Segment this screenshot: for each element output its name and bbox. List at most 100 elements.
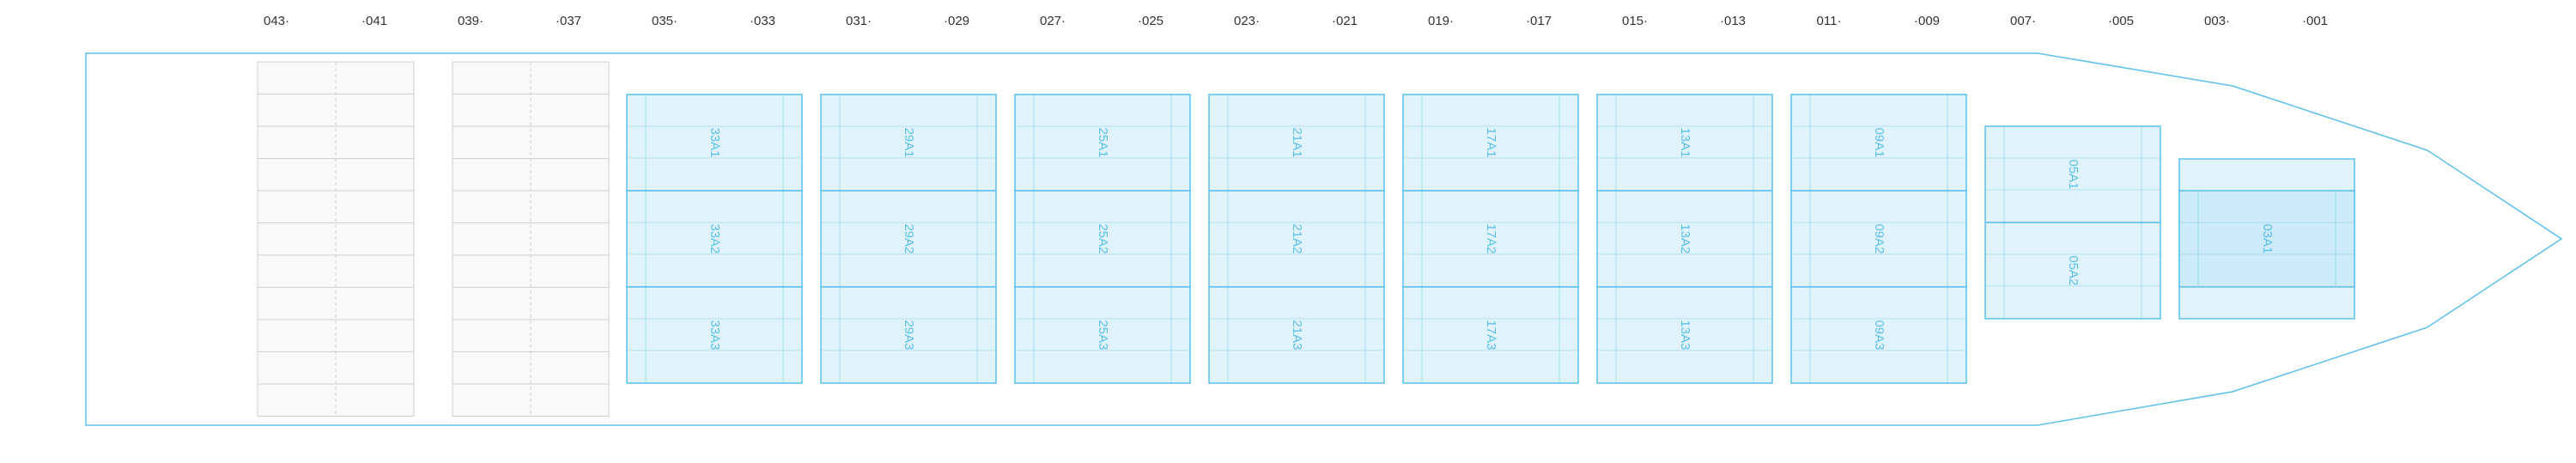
hatch-cell-box [1014, 286, 1191, 384]
bay-label: 035· [651, 14, 678, 28]
hatch-cell[interactable]: 33A3 [626, 286, 803, 384]
hatch-cell-box [1208, 190, 1385, 288]
hatch-cell[interactable]: 09A1 [1790, 94, 1967, 192]
hatch-cell[interactable]: 21A1 [1208, 94, 1385, 192]
hatch-cell[interactable]: 09A3 [1790, 286, 1967, 384]
bay-label: ·033 [749, 14, 776, 28]
hatch-cell-box [2178, 190, 2355, 288]
bay-label: ·029 [943, 14, 970, 28]
bay-label: ·005 [2107, 14, 2135, 28]
bay-label: ·009 [1913, 14, 1941, 28]
hatch-cell[interactable]: 29A1 [820, 94, 997, 192]
hatch-cell-label: 09A3 [1872, 320, 1886, 350]
hatch-bay-21: 21A1 21A2 21A3 [1208, 94, 1385, 384]
hatch-cell-label: 25A1 [1096, 127, 1110, 157]
bay-label: 039· [457, 14, 484, 28]
hatch-cell-label: 33A2 [708, 223, 722, 253]
hatch-cell[interactable]: 21A2 [1208, 190, 1385, 288]
hatch-cell[interactable]: 13A3 [1596, 286, 1773, 384]
hatch-cell[interactable]: 29A2 [820, 190, 997, 288]
hatch-bay-13: 13A1 13A2 13A3 [1596, 94, 1773, 384]
hatch-cell[interactable]: 05A1 [1984, 125, 2161, 223]
bay-label: ·037 [555, 14, 582, 28]
hatch-cell-label: 33A3 [708, 320, 722, 350]
hatch-bay-03: 03A1 [2178, 158, 2355, 320]
empty-bay [257, 61, 415, 417]
hatch-cell-box [1984, 222, 2161, 320]
hatch-cell-box [1014, 94, 1191, 192]
bay-label: 023· [1233, 14, 1261, 28]
hatch-cell[interactable]: 33A1 [626, 94, 803, 192]
hatch-cell-label: 25A3 [1096, 320, 1110, 350]
hatch-cell[interactable]: 13A1 [1596, 94, 1773, 192]
hatch-cell-box [1790, 286, 1967, 384]
hatch-cell-box [1596, 94, 1773, 192]
bay-label: 027· [1039, 14, 1066, 28]
hatch-cell[interactable]: 17A3 [1402, 286, 1579, 384]
hatch-cell-label: 17A1 [1484, 127, 1498, 157]
bay-label: 015· [1621, 14, 1649, 28]
hatch-cell-label: 29A3 [902, 320, 916, 350]
hatch-cell-box [1208, 94, 1385, 192]
hatch-cell-box [1790, 190, 1967, 288]
hatch-bay-33: 33A1 33A2 33A3 [626, 94, 803, 384]
hatch-cell[interactable]: 05A2 [1984, 222, 2161, 320]
hatch-cell-label: 17A3 [1484, 320, 1498, 350]
hatch-cell-label: 17A2 [1484, 223, 1498, 253]
bay-label: 031· [845, 14, 872, 28]
bay-label: 011· [1816, 14, 1842, 28]
hatch-bay-09: 09A1 09A2 09A3 [1790, 94, 1967, 384]
hatch-cell-label: 33A1 [708, 127, 722, 157]
hatch-cell-box [1402, 94, 1579, 192]
hatch-cell[interactable]: 09A2 [1790, 190, 1967, 288]
bay-label: 019· [1427, 14, 1455, 28]
bay-label: ·025 [1137, 14, 1164, 28]
hatch-cell[interactable]: 25A2 [1014, 190, 1191, 288]
hatch-cell-box [1402, 286, 1579, 384]
hatch-cell-label: 13A2 [1678, 223, 1692, 253]
hatch-cell[interactable]: 17A1 [1402, 94, 1579, 192]
hatch-cell-label: 29A2 [902, 223, 916, 253]
hatch-cell-label: 03A1 [2260, 223, 2275, 253]
bay-label: ·041 [361, 14, 388, 28]
hatch-cell[interactable]: 25A1 [1014, 94, 1191, 192]
bay-label: 007· [2009, 14, 2037, 28]
hatch-bay-29: 29A1 29A2 29A3 [820, 94, 997, 384]
hull-outline [85, 52, 2563, 426]
hatch-bay-05: 05A1 05A2 [1984, 125, 2161, 320]
hatch-cell-box [820, 286, 997, 384]
hatch-cell-box [820, 190, 997, 288]
hatch-cell-label: 09A1 [1872, 127, 1886, 157]
hatch-cell-box [1596, 286, 1773, 384]
hatch-cell-label: 21A2 [1290, 223, 1304, 253]
hatch-cell-label: 09A2 [1872, 223, 1886, 253]
hatch-cell-box [1014, 190, 1191, 288]
hatch-cell-label: 05A1 [2066, 159, 2081, 189]
hatch-cell[interactable]: 17A2 [1402, 190, 1579, 288]
empty-bays [257, 61, 610, 417]
hatch-cell[interactable]: 29A3 [820, 286, 997, 384]
hatch-cell-label: 13A3 [1678, 320, 1692, 350]
bay-label: 043· [263, 14, 290, 28]
hatch-cell[interactable]: 13A2 [1596, 190, 1773, 288]
hatch-cell-label: 25A2 [1096, 223, 1110, 253]
bay-label: 003· [2203, 14, 2231, 28]
hatch-cell[interactable]: 21A3 [1208, 286, 1385, 384]
bay-label: ·021 [1331, 14, 1358, 28]
empty-bay [452, 61, 610, 417]
hatch-cell[interactable]: 03A1 [2178, 190, 2355, 288]
hatch-cell-label: 29A1 [902, 127, 916, 157]
hatch-cell-label: 21A1 [1290, 127, 1304, 157]
hatch-cell-label: 05A2 [2066, 255, 2081, 285]
hatch-cell-label: 21A3 [1290, 320, 1304, 350]
bay-label: ·013 [1719, 14, 1747, 28]
hatch-bay-17: 17A1 17A2 17A3 [1402, 94, 1579, 384]
hatch-cell[interactable]: 25A3 [1014, 286, 1191, 384]
hatch-cell[interactable]: 33A2 [626, 190, 803, 288]
bay-label: ·001 [2301, 14, 2329, 28]
hatch-cell-label: 13A1 [1678, 127, 1692, 157]
hatch-cell-box [626, 94, 803, 192]
hatch-bay-25: 25A1 25A2 25A3 [1014, 94, 1191, 384]
hatch-bays: 33A1 33A2 33A3 29A1 29A2 29A3 25A1 25A2 25A3 21A1… [626, 94, 2355, 384]
